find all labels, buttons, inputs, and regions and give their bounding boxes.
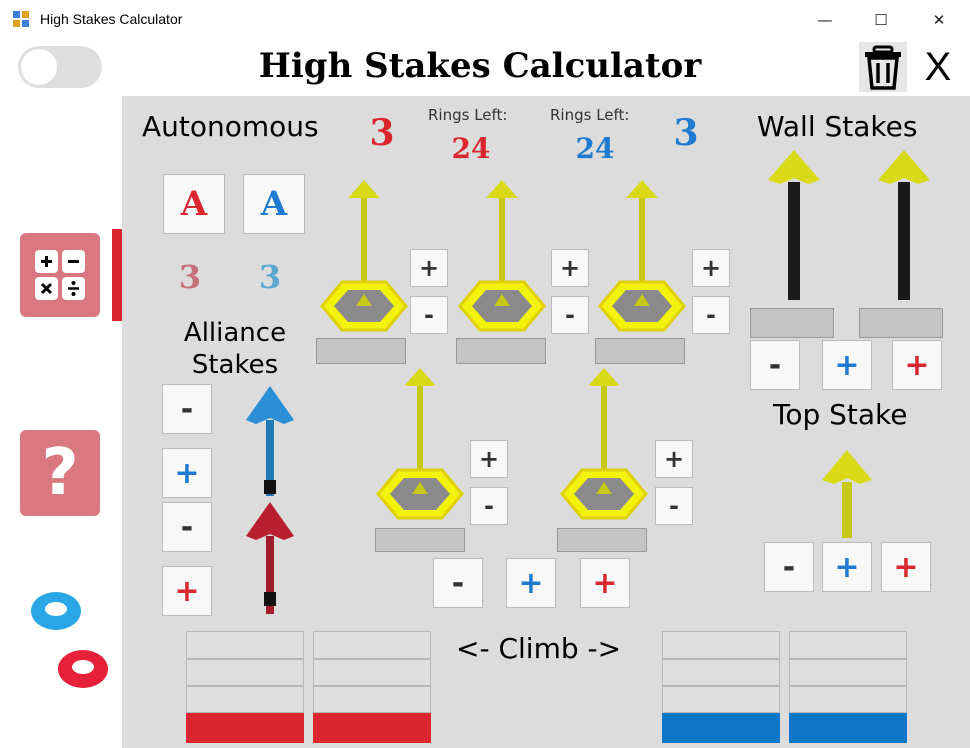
mobile-goal-4-plus-button[interactable]: + xyxy=(470,440,508,478)
blue-climb-1-park[interactable] xyxy=(662,713,780,743)
wall-stake-minus-button[interactable]: - xyxy=(750,340,800,390)
blue-alliance-stake-icon xyxy=(246,386,294,496)
red-climb-2-level-2[interactable] xyxy=(313,659,431,686)
wall-stake-1-icon xyxy=(768,150,820,300)
mobile-goal-3-plus-button[interactable]: + xyxy=(692,249,730,287)
mobile-goal-4-minus-button[interactable]: - xyxy=(470,487,508,525)
red-climb-1-level-1[interactable] xyxy=(186,686,304,713)
mobile-goal-3-minus-button[interactable]: - xyxy=(692,296,730,334)
toggle-knob xyxy=(21,49,57,85)
center-red-plus-button[interactable]: + xyxy=(580,558,630,608)
red-climb-1-level-2[interactable] xyxy=(186,659,304,686)
mobile-goal-5-icon xyxy=(560,368,648,520)
mobile-goal-3-field[interactable] xyxy=(595,338,685,364)
red-climb-1-park[interactable] xyxy=(186,713,304,743)
red-alliance-stake-icon xyxy=(246,502,294,614)
nav-calculator-button[interactable] xyxy=(20,233,100,317)
wall-stake-2-field[interactable] xyxy=(859,308,943,338)
climb-label: <- Climb -> xyxy=(456,632,622,665)
blue-climb-2-park[interactable] xyxy=(789,713,907,743)
top-stake-red-plus-button[interactable]: + xyxy=(881,542,931,592)
mobile-goal-5-plus-button[interactable]: + xyxy=(655,440,693,478)
close-x-button[interactable]: X xyxy=(924,45,952,89)
red-alliance-minus-button[interactable]: - xyxy=(162,502,212,552)
window-title: High Stakes Calculator xyxy=(40,11,183,27)
blue-climb-1-level-2[interactable] xyxy=(662,659,780,686)
autonomous-label: Autonomous xyxy=(142,110,319,143)
blue-rings-left-count: 24 xyxy=(575,132,615,165)
top-stake-icon xyxy=(822,450,872,538)
wall-stakes-label: Wall Stakes xyxy=(757,110,918,143)
mobile-goal-5-field[interactable] xyxy=(557,528,647,552)
alliance-stakes-label-2: Stakes xyxy=(191,350,279,380)
wall-stake-red-plus-button[interactable]: + xyxy=(892,340,942,390)
center-minus-button[interactable]: - xyxy=(433,558,483,608)
trash-icon xyxy=(865,45,901,90)
reset-trash-button[interactable] xyxy=(859,42,907,92)
blue-climb-2-level-3[interactable] xyxy=(789,631,907,659)
menu-toggle-switch[interactable] xyxy=(18,46,102,88)
blue-total-score: 3 xyxy=(673,112,699,154)
mobile-goal-5-minus-button[interactable]: - xyxy=(655,487,693,525)
mobile-goal-4-icon xyxy=(376,368,464,520)
mobile-goal-1-icon xyxy=(320,180,408,332)
mobile-goal-4-field[interactable] xyxy=(375,528,465,552)
mobile-goal-1-field[interactable] xyxy=(316,338,406,364)
blue-climb-1-level-1[interactable] xyxy=(662,686,780,713)
page-title: High Stakes Calculator xyxy=(258,46,702,86)
nav-active-indicator xyxy=(112,229,122,321)
blue-alliance-plus-button[interactable]: + xyxy=(162,448,212,498)
mobile-goal-1-plus-button[interactable]: + xyxy=(410,249,448,287)
red-climb-2-park[interactable] xyxy=(313,713,431,743)
top-stake-minus-button[interactable]: - xyxy=(764,542,814,592)
red-rings-left-count: 24 xyxy=(451,132,491,165)
calculator-icon xyxy=(35,250,85,300)
mobile-goal-2-icon xyxy=(458,180,546,332)
red-alliance-plus-button[interactable]: + xyxy=(162,566,212,616)
red-climb-2-level-1[interactable] xyxy=(313,686,431,713)
blue-alliance-minus-button[interactable]: - xyxy=(162,384,212,434)
red-ring-icon xyxy=(58,650,108,688)
window-titlebar: High Stakes Calculator — ☐ ✕ xyxy=(0,0,970,40)
top-stake-blue-plus-button[interactable]: + xyxy=(822,542,872,592)
mobile-goal-2-minus-button[interactable]: - xyxy=(551,296,589,334)
red-rings-left-label: Rings Left: xyxy=(428,106,508,124)
mobile-goal-3-icon xyxy=(598,180,686,332)
alliance-stakes-label-1: Alliance xyxy=(183,318,287,348)
red-autonomous-count: 3 xyxy=(178,258,202,296)
wall-stake-blue-plus-button[interactable]: + xyxy=(822,340,872,390)
blue-rings-left-label: Rings Left: xyxy=(550,106,630,124)
mobile-goal-1-minus-button[interactable]: - xyxy=(410,296,448,334)
minimize-button[interactable]: — xyxy=(817,11,833,29)
help-icon: ? xyxy=(41,436,79,510)
blue-autonomous-button[interactable]: A xyxy=(243,174,305,234)
blue-climb-1-level-3[interactable] xyxy=(662,631,780,659)
center-blue-plus-button[interactable]: + xyxy=(506,558,556,608)
wall-stake-2-icon xyxy=(878,150,930,300)
red-autonomous-button[interactable]: A xyxy=(163,174,225,234)
app-icon xyxy=(13,11,29,27)
maximize-button[interactable]: ☐ xyxy=(874,11,888,29)
red-climb-1-level-3[interactable] xyxy=(186,631,304,659)
blue-ring-icon xyxy=(31,592,81,630)
top-stake-label: Top Stake xyxy=(773,398,908,431)
mobile-goal-2-plus-button[interactable]: + xyxy=(551,249,589,287)
mobile-goal-2-field[interactable] xyxy=(456,338,546,364)
red-total-score: 3 xyxy=(369,112,395,154)
red-climb-2-level-3[interactable] xyxy=(313,631,431,659)
blue-climb-2-level-2[interactable] xyxy=(789,659,907,686)
blue-climb-2-level-1[interactable] xyxy=(789,686,907,713)
window-close-button[interactable]: ✕ xyxy=(932,11,946,29)
blue-autonomous-count: 3 xyxy=(258,258,282,296)
nav-help-button[interactable]: ? xyxy=(20,430,100,516)
wall-stake-1-field[interactable] xyxy=(750,308,834,338)
